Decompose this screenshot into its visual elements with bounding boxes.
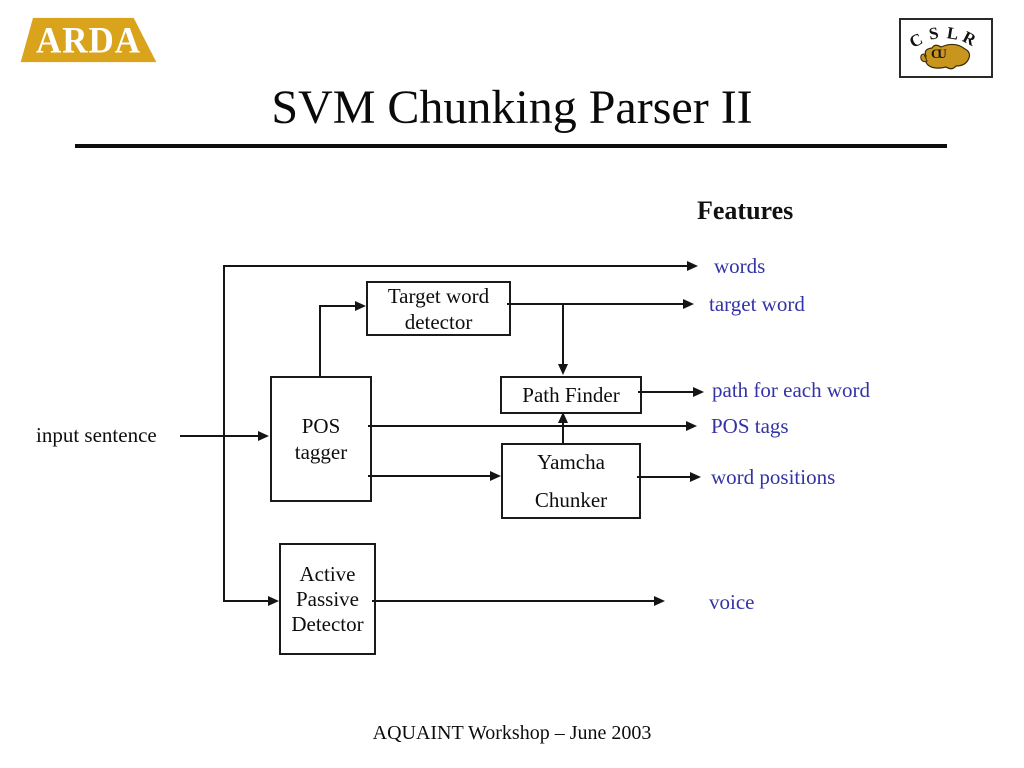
features-heading: Features bbox=[697, 196, 794, 225]
box-label-line: detector bbox=[404, 309, 473, 334]
output-label-word-positions: word positions bbox=[711, 465, 836, 489]
arrowhead-apd-in bbox=[268, 596, 279, 606]
box-label-line: Passive bbox=[296, 586, 359, 611]
box-label-line: tagger bbox=[294, 440, 348, 464]
arrowhead-target-word bbox=[683, 299, 694, 309]
cslr-cu-monogram: CU bbox=[931, 46, 947, 61]
output-label-target-word: target word bbox=[709, 292, 805, 316]
box-label-line: Yamcha bbox=[537, 450, 605, 474]
arrowhead-pathfinder-in-bottom bbox=[558, 412, 568, 423]
connector-input-line bbox=[180, 435, 258, 437]
arda-logo-text: ARDA bbox=[35, 19, 142, 61]
box-target-word-detector: Target word detector bbox=[366, 281, 511, 336]
output-label-voice: voice bbox=[709, 590, 755, 614]
box-path-finder: Path Finder bbox=[500, 376, 642, 414]
box-label-line: Chunker bbox=[534, 488, 608, 512]
arrowhead-voice bbox=[654, 596, 665, 606]
arrowhead-pos-tags bbox=[686, 421, 697, 431]
box-label-line: Path Finder bbox=[522, 383, 620, 407]
connector-voice-line bbox=[372, 600, 654, 602]
box-label-line: Active bbox=[299, 561, 356, 586]
connector-yamcha-pathfinder bbox=[562, 423, 564, 443]
arrowhead-words bbox=[687, 261, 698, 271]
buffalo-icon bbox=[920, 43, 971, 70]
box-label-line: Target word bbox=[387, 283, 490, 308]
box-active-passive-detector: Active Passive Detector bbox=[279, 543, 376, 655]
arrowhead-yamcha-in bbox=[490, 471, 501, 481]
output-label-pos-tags: POS tags bbox=[711, 414, 789, 438]
connector-target-word-line bbox=[507, 303, 683, 305]
arrowhead-input-pos-tagger bbox=[258, 431, 269, 441]
output-label-path-for-each-word: path for each word bbox=[712, 378, 871, 402]
connector-pos-tags-line bbox=[368, 425, 686, 427]
arrowhead-path-for-each-word bbox=[693, 387, 704, 397]
arrowhead-pathfinder-in-top bbox=[558, 364, 568, 375]
output-label-words: words bbox=[714, 254, 766, 278]
box-label-line: Detector bbox=[291, 611, 364, 636]
box-label-line: POS bbox=[301, 414, 341, 438]
arrowhead-word-positions bbox=[690, 472, 701, 482]
connector-postagger-twd-horizontal bbox=[319, 305, 355, 307]
connector-left-branch bbox=[223, 265, 225, 602]
connector-apd-in bbox=[223, 600, 268, 602]
connector-pathfinder-out bbox=[638, 391, 693, 393]
box-pos-tagger: POS tagger bbox=[270, 376, 372, 502]
arda-logo: ARDA bbox=[20, 17, 157, 63]
arrowhead-target-word-detector-in bbox=[355, 301, 366, 311]
cslr-logo: C S L R CU bbox=[899, 18, 993, 78]
connector-postagger-twd-vertical bbox=[319, 305, 321, 376]
slide-footer: AQUAINT Workshop – June 2003 bbox=[372, 722, 652, 744]
input-sentence-label: input sentence bbox=[36, 423, 157, 447]
title-underline bbox=[75, 144, 947, 148]
connector-words-line bbox=[223, 265, 687, 267]
slide-title: SVM Chunking Parser II bbox=[271, 81, 753, 134]
connector-postagger-yamcha bbox=[368, 475, 490, 477]
connector-yamcha-out bbox=[637, 476, 690, 478]
box-yamcha-chunker: Yamcha Chunker bbox=[501, 443, 641, 519]
connector-twd-pathfinder-drop bbox=[562, 303, 564, 365]
